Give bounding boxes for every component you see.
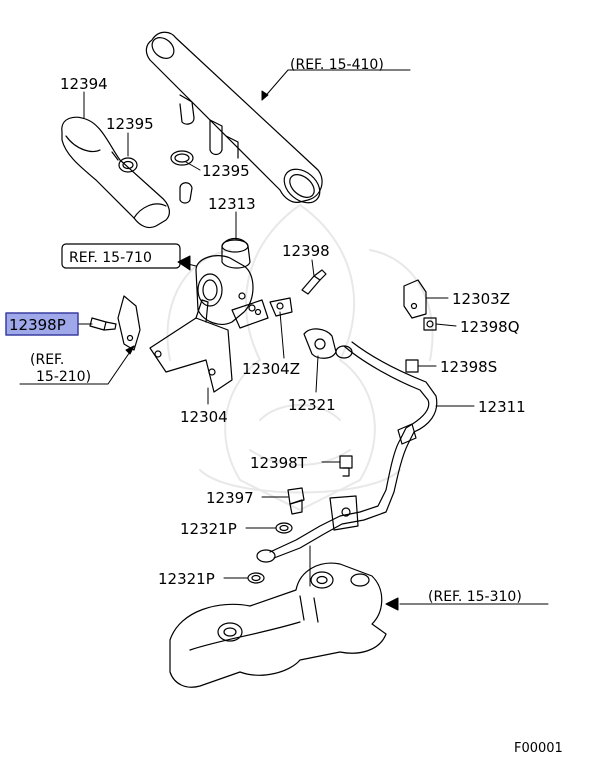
exhaust-manifold <box>169 562 387 688</box>
label-figure-code: F00001 <box>514 741 563 756</box>
highlight-12398P <box>5 312 79 336</box>
label-12398P: 12398P <box>9 316 66 334</box>
ref-15-710-box <box>61 243 181 269</box>
label-12395-b: 12395 <box>202 162 250 180</box>
clamp-12395-b <box>170 150 194 204</box>
label-12303Z: 12303Z <box>452 290 510 308</box>
label-ref-15-210-line2: 15-210) <box>36 369 91 385</box>
label-12321P-b: 12321P <box>158 570 215 588</box>
label-12321P-a: 12321P <box>180 520 237 538</box>
label-12398: 12398 <box>282 242 330 260</box>
gasket-12321 <box>303 328 337 359</box>
pipe-12311 <box>256 341 438 563</box>
bolt-12398S <box>405 359 419 373</box>
label-12398S: 12398S <box>440 358 497 376</box>
label-12304: 12304 <box>180 408 228 426</box>
label-12311: 12311 <box>478 398 526 416</box>
hose-12394 <box>61 116 170 229</box>
gasket-12321P-a <box>275 522 293 534</box>
bolt-12398Q <box>423 317 437 331</box>
label-ref-15-710: REF. 15-710 <box>69 250 152 266</box>
bracket-12303Z <box>403 279 427 319</box>
label-12321: 12321 <box>288 396 336 414</box>
label-ref-15-210-line1: (REF. <box>30 352 64 368</box>
gasket-12321P-b <box>247 572 265 584</box>
bolt-12398 <box>301 269 327 295</box>
leader-lines <box>19 69 549 611</box>
bracket-12304 <box>149 299 233 393</box>
plate-15-210 <box>117 295 141 351</box>
label-12313: 12313 <box>208 195 256 213</box>
bolt-12398T <box>339 455 353 477</box>
label-12394: 12394 <box>60 75 108 93</box>
label-12397: 12397 <box>206 489 254 507</box>
clamp-12395-a <box>111 151 138 173</box>
bolt-12398P <box>89 317 117 331</box>
label-12398Q: 12398Q <box>460 318 520 336</box>
bolt-12397 <box>287 487 305 515</box>
clip-12304Z <box>269 297 293 317</box>
label-ref-15-310: (REF. 15-310) <box>428 589 522 605</box>
label-12398T: 12398T <box>250 454 308 472</box>
label-12304Z: 12304Z <box>242 360 300 378</box>
air-valve-12313 <box>195 237 269 329</box>
label-12395-a: 12395 <box>106 115 154 133</box>
label-ref-15-410: (REF. 15-410) <box>290 57 384 73</box>
intake-pipe <box>145 31 323 204</box>
